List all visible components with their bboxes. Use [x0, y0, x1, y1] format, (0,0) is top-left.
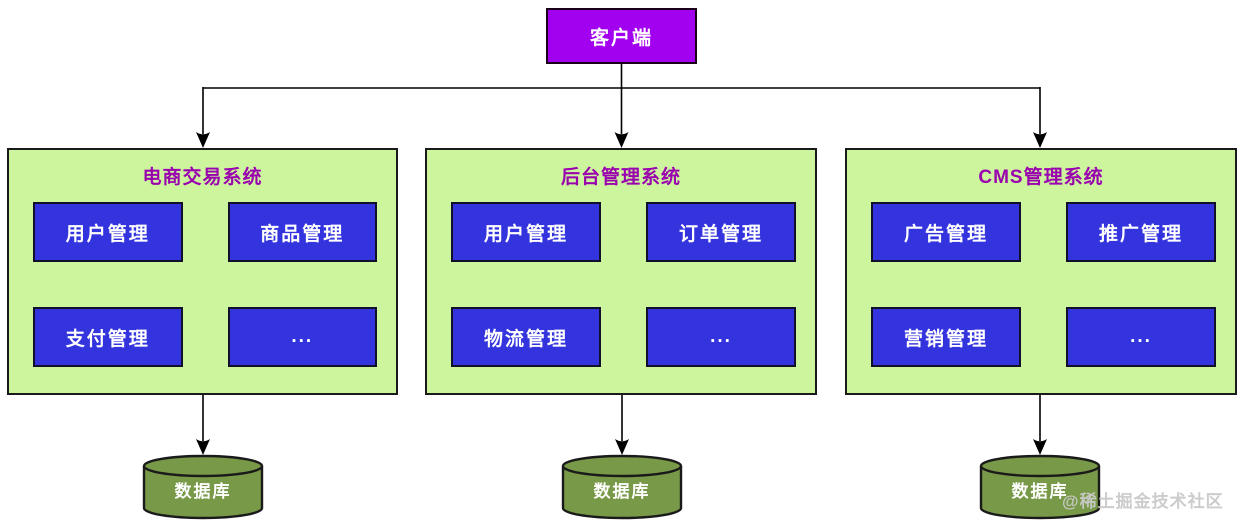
module-ellipsis: ... — [646, 307, 796, 367]
module-label: 营销管理 — [903, 328, 988, 350]
watermark: @稀土掘金技术社区 — [1062, 492, 1224, 511]
module-grid: 用户管理 订单管理 物流管理 ... — [451, 202, 796, 367]
module-grid: 用户管理 商品管理 支付管理 ... — [33, 202, 377, 367]
module-grid: 广告管理 推广管理 营销管理 ... — [871, 202, 1216, 367]
module-label: ... — [291, 326, 314, 347]
module-order-management: 订单管理 — [646, 202, 796, 262]
module-label: 支付管理 — [65, 328, 150, 350]
panel-title: 后台管理系统 — [560, 167, 681, 188]
database-cylinder-icon — [561, 454, 683, 520]
module-label: 广告管理 — [903, 223, 988, 245]
module-promotion-management: 推广管理 — [1066, 202, 1216, 262]
module-ad-management: 广告管理 — [871, 202, 1021, 262]
database-node: 数据库 — [977, 453, 1103, 521]
database-label: 数据库 — [1011, 482, 1069, 501]
client-node: 客户端 — [546, 8, 697, 64]
module-payment-management: 支付管理 — [33, 307, 183, 367]
module-product-management: 商品管理 — [227, 202, 377, 262]
module-label: 商品管理 — [260, 223, 345, 245]
module-logistics-management: 物流管理 — [451, 307, 601, 367]
module-user-management: 用户管理 — [451, 202, 601, 262]
client-label: 客户端 — [589, 27, 653, 49]
module-label: ... — [710, 326, 732, 347]
module-ellipsis: ... — [1066, 307, 1216, 367]
module-label: 推广管理 — [1098, 223, 1183, 245]
database-label: 数据库 — [593, 482, 651, 501]
module-marketing-management: 营销管理 — [871, 307, 1021, 367]
module-label: 物流管理 — [483, 328, 568, 350]
module-user-management: 用户管理 — [33, 202, 183, 262]
database-node: 数据库 — [140, 453, 266, 521]
panel-ecommerce-trading-system: 电商交易系统 用户管理 商品管理 支付管理 ... — [7, 148, 398, 395]
panel-cms-management-system: CMS管理系统 广告管理 推广管理 营销管理 ... — [845, 148, 1237, 395]
module-label: 订单管理 — [678, 223, 763, 245]
panel-title: 电商交易系统 — [142, 167, 263, 188]
database-node: 数据库 — [559, 453, 685, 521]
module-label: 用户管理 — [483, 223, 568, 245]
panel-title: CMS管理系统 — [978, 167, 1104, 188]
panel-backend-management-system: 后台管理系统 用户管理 订单管理 物流管理 ... — [425, 148, 817, 395]
module-label: ... — [1130, 326, 1152, 347]
module-label: 用户管理 — [65, 223, 150, 245]
database-cylinder-icon — [979, 454, 1101, 520]
database-label: 数据库 — [174, 482, 232, 501]
database-cylinder-icon — [142, 454, 264, 520]
module-ellipsis: ... — [227, 307, 377, 367]
